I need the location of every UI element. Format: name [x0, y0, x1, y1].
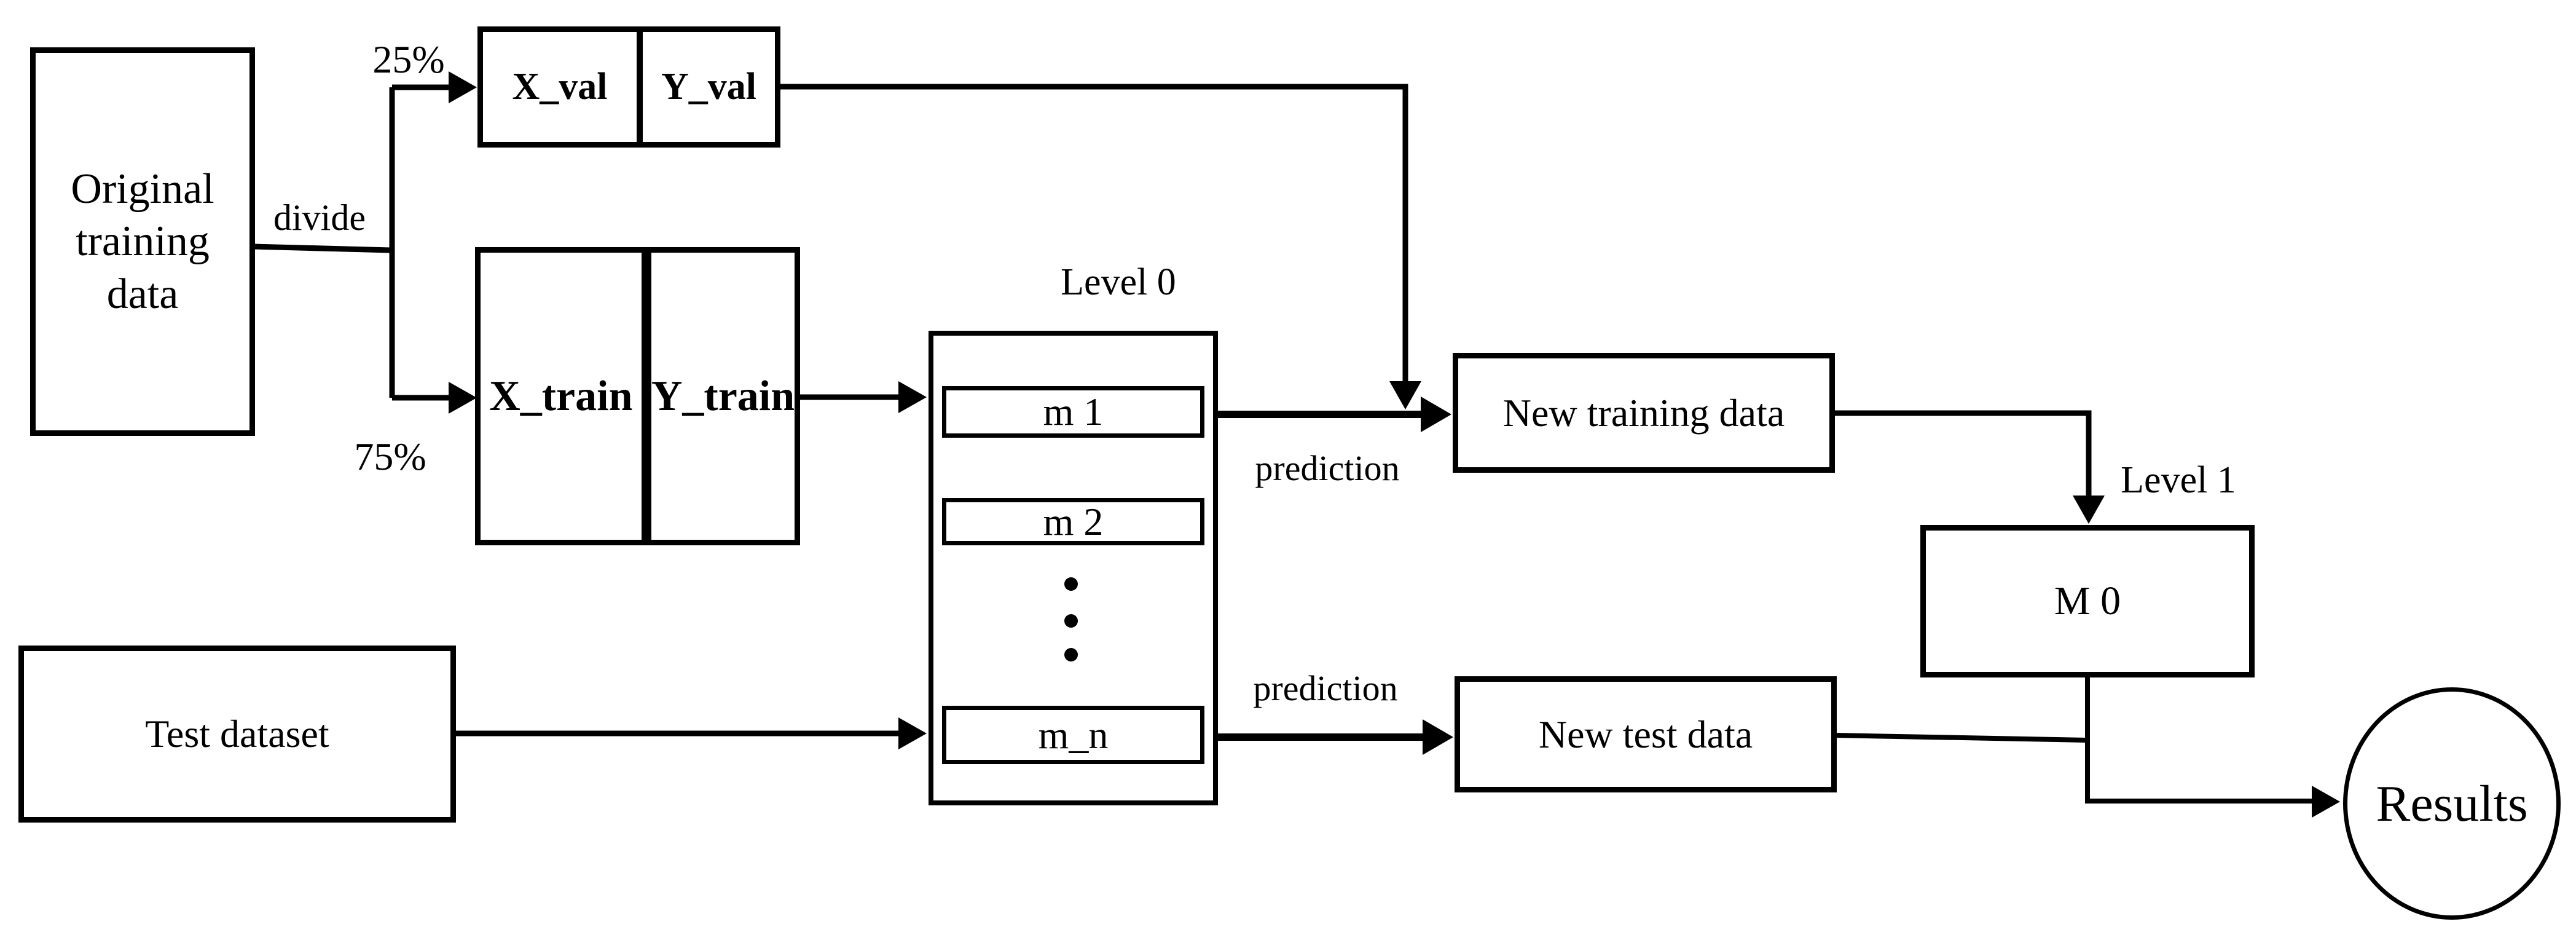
node-level0-container: m 1 m 2 m_n — [929, 331, 1218, 805]
edge-divide-stem — [252, 243, 393, 253]
arrowhead-into-level0-bottom — [898, 717, 927, 749]
node-original-training-data: Original training data — [30, 47, 255, 436]
ellipsis-dot-2 — [1064, 614, 1078, 628]
edge-val-to-newtraining — [779, 84, 1408, 382]
y-val-label: Y_val — [661, 66, 756, 108]
original-training-data-label: Original training data — [71, 165, 214, 318]
cell-x-train: X_train — [481, 253, 642, 540]
node-new-training-data: New training data — [1453, 353, 1835, 473]
node-test-dataset: Test dataset — [18, 646, 456, 823]
mn-label: m_n — [1038, 713, 1109, 757]
results-label: Results — [2376, 775, 2528, 832]
node-m0: M 0 — [1920, 525, 2255, 677]
node-model-m2: m 2 — [942, 498, 1204, 545]
edge-newtest-to-junction — [1835, 733, 2088, 743]
label-prediction-top: prediction — [1255, 448, 1400, 488]
label-divide: divide — [273, 197, 366, 238]
m1-label: m 1 — [1043, 390, 1104, 433]
edge-newtraining-to-m0 — [1834, 410, 2092, 498]
node-model-mn: m_n — [942, 706, 1204, 764]
node-results: Results — [2343, 687, 2561, 920]
node-val-split: X_val Y_val — [477, 26, 780, 148]
m0-label: M 0 — [2054, 579, 2121, 623]
label-75-percent: 75% — [354, 435, 426, 478]
x-train-label: X_train — [489, 372, 633, 420]
arrowhead-into-xval — [449, 71, 477, 103]
arrowhead-into-xtrain — [449, 382, 477, 414]
arrowhead-into-results — [2312, 786, 2340, 818]
node-model-m1: m 1 — [942, 386, 1204, 438]
new-training-data-label: New training data — [1502, 390, 1785, 435]
ellipsis-dot-3 — [1064, 648, 1078, 661]
cell-y-val: Y_val — [637, 32, 775, 142]
level0-title: Level 0 — [1061, 261, 1176, 303]
arrowhead-into-m0 — [2073, 496, 2105, 524]
node-train-split: X_train Y_train — [475, 247, 800, 545]
x-val-label: X_val — [512, 66, 608, 108]
test-dataset-label: Test dataset — [145, 712, 329, 756]
new-test-data-label: New test data — [1538, 712, 1753, 756]
edge-m0-to-results — [2085, 676, 2314, 804]
label-25-percent: 25% — [372, 38, 445, 81]
cell-x-val: X_val — [483, 32, 637, 142]
node-new-test-data: New test data — [1455, 676, 1837, 792]
level1-title: Level 1 — [2121, 459, 2236, 501]
label-prediction-bottom: prediction — [1253, 668, 1398, 708]
arrowhead-val-down — [1389, 381, 1421, 409]
y-train-label: Y_train — [651, 372, 795, 420]
m2-label: m 2 — [1043, 499, 1104, 543]
arrowhead-into-newtraining — [1421, 397, 1451, 432]
ellipsis-dot-1 — [1064, 577, 1078, 591]
cell-y-train: Y_train — [641, 253, 795, 540]
arrowhead-into-newtest — [1423, 719, 1453, 755]
arrowhead-into-level0-top — [898, 381, 927, 413]
